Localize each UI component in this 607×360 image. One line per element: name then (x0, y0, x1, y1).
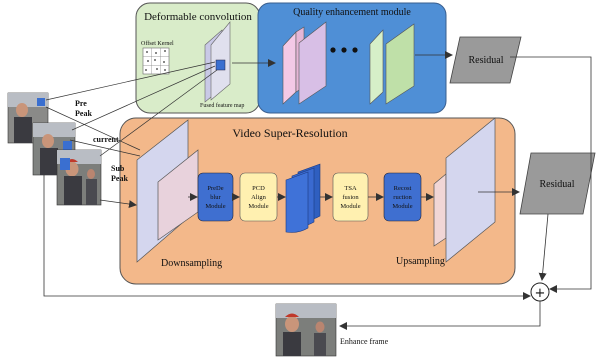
svg-text:Module: Module (248, 203, 268, 210)
upsampling-block (433, 117, 496, 263)
offset-kernel-label: Offset Kernel (141, 40, 174, 47)
pink-conv-layers (282, 21, 327, 105)
green-conv-layers (369, 23, 415, 105)
video-super-resolution-panel: Video Super-Resolution Downsampling PreD… (119, 117, 516, 285)
sum-node: + (530, 282, 550, 302)
predeblur-module: PreDe blur Module (197, 172, 234, 222)
residual-top: Residual (449, 36, 522, 84)
deformable-convolution-panel: Deformable convolution Offset Kernel Fus… (135, 2, 261, 114)
vsr-title: Video Super-Resolution (232, 126, 347, 140)
svg-text:blur: blur (210, 194, 221, 201)
svg-text:TSA: TSA (344, 185, 357, 192)
svg-text:PCD: PCD (252, 185, 265, 192)
current-label: current (93, 135, 119, 144)
deform-conv-block (204, 21, 231, 103)
pre-peak-label-1: Pre (75, 99, 87, 108)
residual-right: Residual (519, 152, 596, 215)
frame-sub-peak (56, 149, 102, 206)
upsampling-label: Upsampling (396, 256, 445, 267)
svg-text:Align: Align (251, 194, 267, 201)
svg-text:Module: Module (392, 203, 412, 210)
plus-symbol: + (535, 286, 546, 301)
sub-peak-label-2: Peak (111, 174, 128, 183)
reconstruction-module: Recost ruction Module (383, 172, 422, 222)
svg-text:Recost: Recost (394, 185, 412, 192)
pre-peak-label-2: Peak (75, 109, 92, 118)
svg-text:ruction: ruction (393, 194, 412, 201)
quality-enhancement-panel: Quality enhancement module (257, 2, 447, 114)
downsampling-label: Downsampling (161, 258, 222, 269)
ellipsis-dots (330, 47, 358, 53)
enhanced-output-frame (275, 303, 337, 357)
offset-kernel-grid (142, 47, 170, 75)
pcd-align-module: PCD Align Module (239, 172, 278, 222)
stacked-feature-maps (285, 163, 321, 233)
svg-text:Module: Module (340, 203, 360, 210)
sub-peak-label-1: Sub (111, 164, 125, 173)
residual-right-label: Residual (540, 179, 575, 190)
svg-text:Module: Module (205, 203, 225, 210)
svg-text:fusion: fusion (342, 194, 359, 201)
fused-feature-map-label: Fused feature map (200, 102, 244, 109)
quality-enhancement-title: Quality enhancement module (293, 7, 411, 18)
frame-to-deform-lines (45, 61, 218, 208)
downsampling-block (136, 119, 199, 263)
tsa-fusion-module: TSA fusion Module (332, 172, 369, 222)
input-frames: Pre Peak current Sub Peak (7, 92, 128, 206)
residual-top-label: Residual (469, 55, 504, 66)
enhance-frame-label: Enhance frame (340, 337, 389, 346)
deformable-convolution-title: Deformable convolution (144, 11, 252, 23)
svg-text:PreDe: PreDe (207, 185, 223, 192)
